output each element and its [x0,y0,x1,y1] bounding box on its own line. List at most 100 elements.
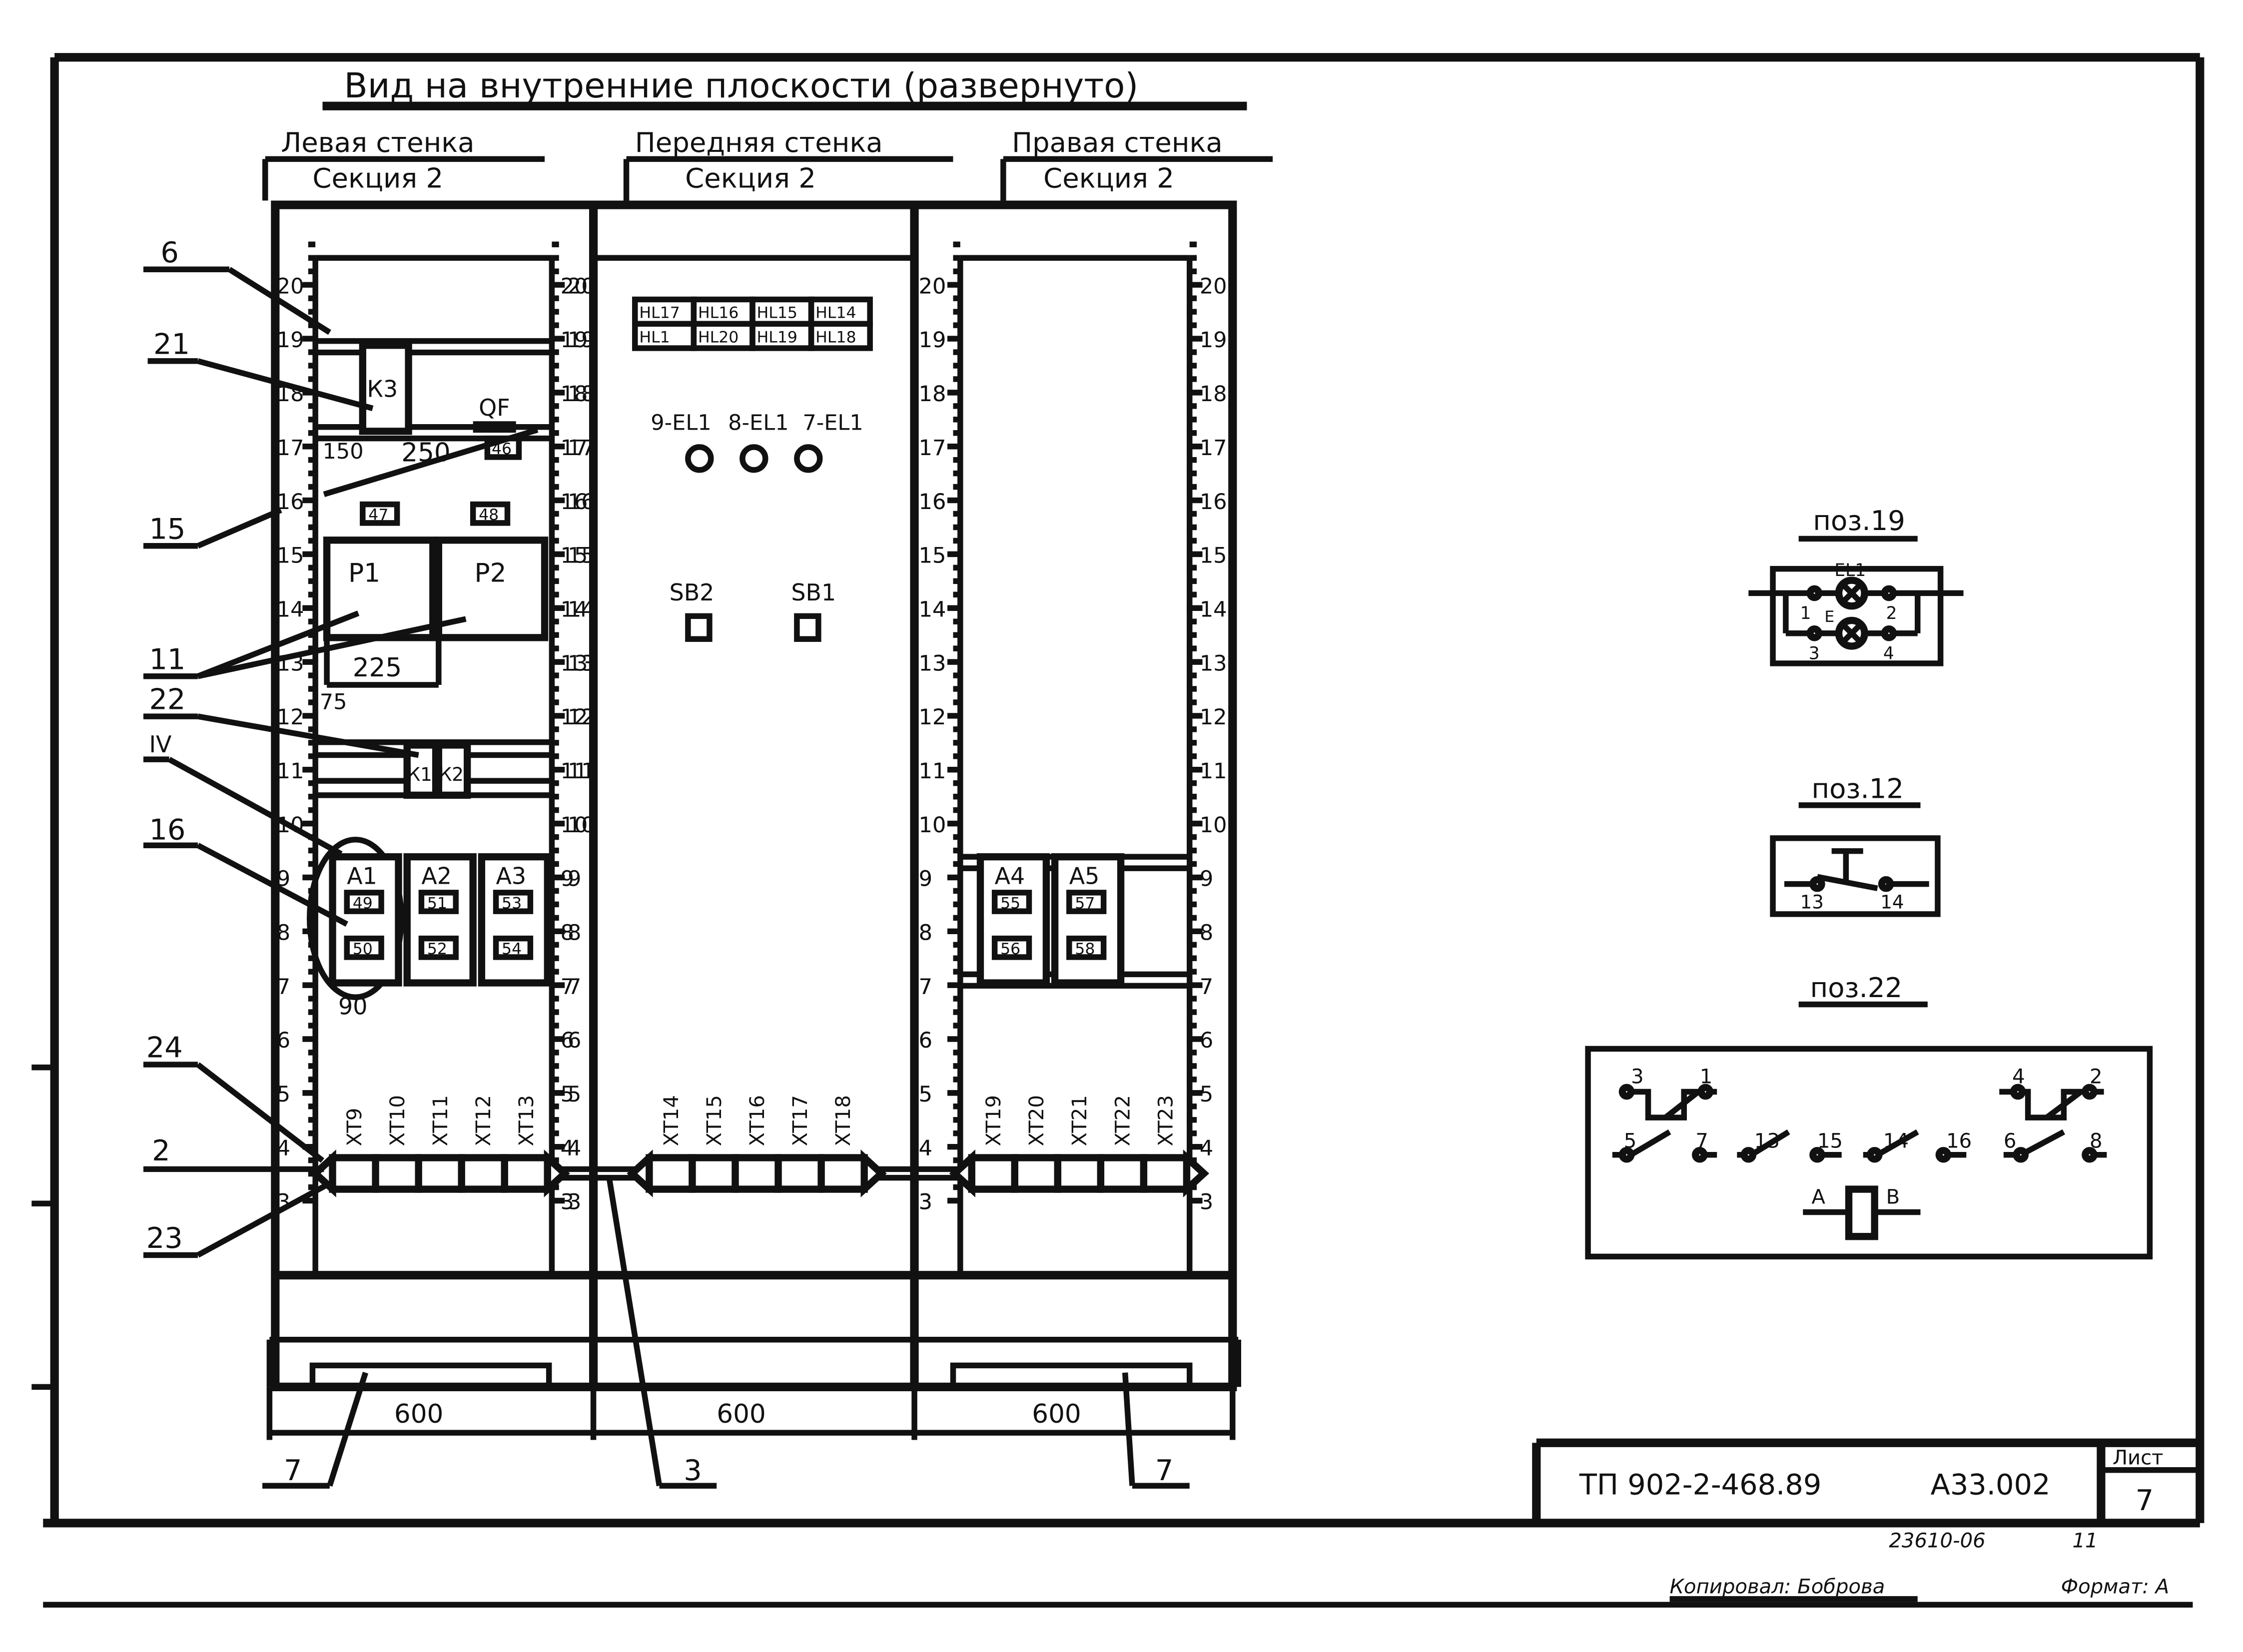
callout-iv: IV [149,731,171,758]
pos22-title: поз.22 [1810,972,1903,1004]
relay-k2-label: К2 [439,763,464,785]
callout-leaders [143,266,1190,1489]
copied-by: Копировал: Боброва [1670,1575,1885,1598]
unit-p2-label: Р2 [475,558,507,588]
pos19-pin1: 1 [1800,603,1811,623]
terminal-label: XT19 [982,1095,1005,1146]
relay-k3-label: К3 [367,375,398,402]
left-wall-label: Левая стенка [281,126,474,158]
scale-label-front-left-7: 7 [568,974,581,999]
pos19-center: E [1824,608,1834,626]
scale-label-left-inner-14: 14 [561,597,588,622]
scale-label-front-right-4: 4 [919,1136,932,1161]
callout-15: 15 [149,512,185,546]
dim-600-left: 600 [394,1399,444,1429]
pos22-pin15: 15 [1817,1129,1843,1152]
unit-mark [418,890,459,914]
scale-label-right-inner-9: 9 [919,867,932,892]
left-block-end [544,1149,570,1197]
scale-label-front-right-12: 12 [919,705,946,730]
unit-mark-label: 57 [1075,894,1095,912]
scale-label-right-inner-7: 7 [919,974,932,999]
lamp-cell-label: HL1 [639,328,670,346]
terminal-label: XT15 [703,1095,726,1146]
scale-label-right-outer-18: 18 [1200,382,1227,407]
pos22-pin4: 4 [2012,1065,2025,1088]
scale-label-front-right-8: 8 [919,921,932,946]
terminal-XT13 [501,1154,551,1193]
right-wall-section: Секция 2 [1043,162,1174,194]
front-wall-section: Секция 2 [685,162,816,194]
callout-22: 22 [149,683,185,716]
scale-label-front-left-11: 11 [568,759,595,784]
scale-label-right-outer-12: 12 [1200,705,1227,730]
dim-225: 225 [353,653,402,683]
scale-label-front-left-18: 18 [568,382,595,407]
sheet-code: А33.002 [1931,1468,2051,1502]
callout-11: 11 [149,642,185,676]
unit-mark-label: 56 [1000,940,1020,958]
terminal-XT12 [458,1154,508,1193]
lamp-cell-label: HL17 [639,304,680,322]
lamp-cell [808,321,873,351]
detail-pos12: поз.12 13 14 [1770,773,1941,917]
scale-label-left-inner-18: 18 [561,382,588,407]
pos19-pin2: 2 [1886,603,1897,623]
scale-label-right-outer-17: 17 [1200,436,1227,461]
scale-label-right-outer-20: 20 [1200,274,1227,299]
scale-label-left-inner-13: 13 [561,651,588,676]
scale-label-right-outer-15: 15 [1200,544,1227,568]
scale-label-left-outer-7: 7 [277,974,290,999]
pos22-pin3: 3 [1631,1065,1644,1088]
relay-k3 [359,342,412,435]
callout-16: 16 [149,813,185,847]
terminal-label: XT11 [429,1095,452,1146]
unit-А5 [1051,853,1125,987]
scale-label-front-left-6: 6 [568,1028,581,1053]
lamp-9-el1: 9-EL1 [651,410,711,435]
unit-mark [1066,890,1107,914]
pos19-pin3: 3 [1809,643,1820,663]
pos22-pin14: 14 [1883,1129,1909,1152]
terminal-XT17 [774,1154,825,1193]
unit-p1 [323,537,437,641]
right-block-end [1183,1149,1210,1197]
terminal-XT15 [689,1154,739,1193]
scale-label-front-right-17: 17 [919,436,946,461]
terminal-XT20 [1011,1154,1062,1193]
scale-label-front-left-4: 4 [568,1136,581,1161]
scale-label-front-left-8: 8 [568,921,581,946]
lamp-8-el1: 8-EL1 [728,410,788,435]
left-wall-equipment: К3 QF 150 250 46 47 48 Р1 Р2 225 75 К1 К… [306,342,551,1020]
dim-600-right: 600 [1032,1399,1081,1429]
scale-label-right-outer-11: 11 [1200,759,1227,784]
scale-label-front-left-19: 19 [568,328,595,353]
terminal-XT19 [968,1154,1018,1193]
sheet-frame [31,53,2205,1608]
front-block-end [860,1149,887,1197]
stamp-number: 23610-06 [1889,1530,1985,1553]
unit-mark [344,890,384,914]
terminal-label: XT16 [746,1095,769,1146]
scale-label-right-outer-10: 10 [1200,813,1227,838]
scale-label-left-outer-16: 16 [277,490,304,515]
scale-label-left-outer-14: 14 [277,597,304,622]
scale-label-left-inner-19: 19 [561,328,588,353]
pos22-pin13: 13 [1754,1129,1780,1152]
scale-label-right-inner-20: 20 [919,274,946,299]
scale-label-front-left-17: 17 [568,436,595,461]
unit-p1-label: Р1 [348,558,380,588]
scale-label-right-inner-13: 13 [919,651,946,676]
pos19-pin4: 4 [1883,643,1894,663]
unit-А3 [478,853,551,987]
scale-label-right-inner-4: 4 [919,1136,932,1161]
unit-mark-label: 55 [1000,894,1020,912]
pos22-coil-b: B [1886,1185,1900,1208]
scale-label-front-right-19: 19 [919,328,946,353]
scale-label-left-outer-17: 17 [277,436,304,461]
pos22-pin5: 5 [1624,1129,1637,1152]
unit-А2 [403,853,477,987]
